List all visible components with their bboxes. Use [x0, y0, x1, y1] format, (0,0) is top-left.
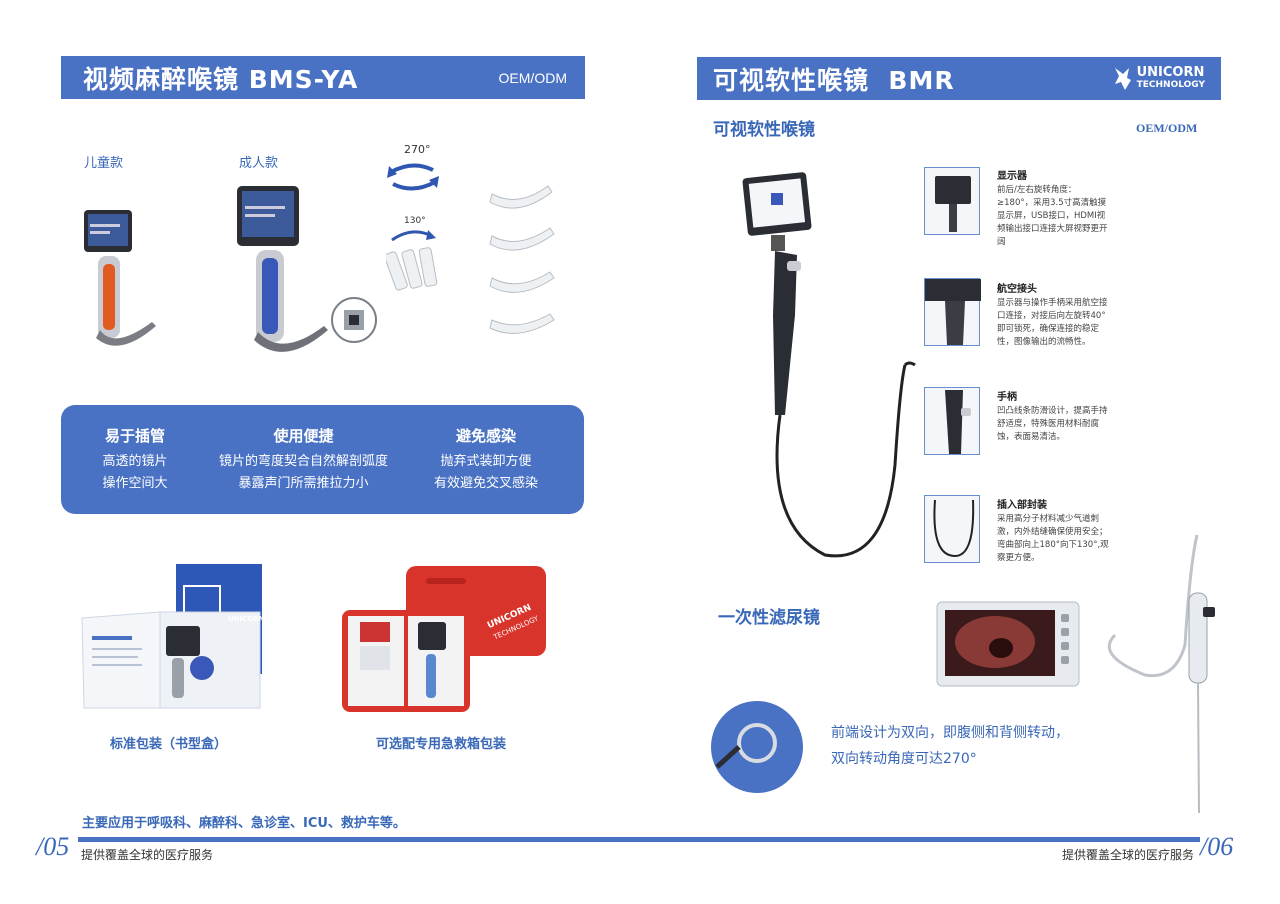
logo-line-2: TECHNOLOGY — [1136, 79, 1205, 90]
tip-description-line-2: 双向转动角度可达270° — [831, 751, 977, 767]
features-panel: 易于插管 高透的镜片 操作空间大 使用便捷 镜片的弯度契合自然解剖弧度 暴露声门… — [61, 405, 584, 514]
brand-logo: UNICORN TECHNOLOGY — [1111, 66, 1205, 92]
adult-model-label: 成人款 — [239, 156, 279, 171]
adult-laryngoscope-image — [237, 186, 377, 352]
feature-avoid-infection: 避免感染 抛弃式装卸方便 有效避免交叉感染 — [421, 425, 551, 495]
spec-thumb-insertion — [924, 495, 980, 563]
spec-insertion: 插入部封装 采用高分子材料减少气道刺激，内外结缝确保使用安全；弯曲部向上180°… — [997, 496, 1109, 565]
rotate-270-arrow-icon — [387, 163, 439, 191]
spec-title: 插入部封装 — [997, 500, 1047, 511]
left-oem-label: OEM/ODM — [498, 69, 567, 86]
spec-thumb-handle — [924, 387, 980, 455]
feature-line: 高透的镜片 — [102, 454, 168, 469]
right-page-number: /06 — [1200, 832, 1234, 861]
flexible-laryngoscope-image — [742, 172, 916, 558]
left-page-title: 视频麻醉喉镜 BMS-YA — [83, 64, 359, 94]
rotation-270-label: 270° — [404, 143, 431, 156]
logo-line-1: UNICORN — [1136, 64, 1205, 80]
kids-model-label: 儿童款 — [84, 156, 124, 171]
left-footer-text: 提供覆盖全球的医疗服务 — [81, 848, 214, 862]
ureteroscope-handle-image — [1107, 534, 1215, 814]
right-oem-label: OEM/ODM — [1136, 121, 1198, 135]
spec-title: 手柄 — [997, 392, 1017, 403]
application-note: 主要应用于呼吸科、麻醉科、急诊室、ICU、救护车等。 — [82, 816, 406, 831]
spec-thumb-display — [924, 167, 980, 235]
spec-title: 航空接头 — [997, 284, 1037, 295]
kids-laryngoscope-image — [84, 210, 156, 346]
feature-easy-use: 使用便捷 镜片的弯度契合自然解剖弧度 暴露声门所需推拉力小 — [211, 425, 396, 495]
feature-heading: 使用便捷 — [273, 427, 334, 445]
feature-heading: 易于插管 — [104, 427, 165, 445]
unicorn-logo-icon — [1114, 67, 1131, 90]
tip-description-line-1: 前端设计为双向，即腹侧和背侧转动， — [831, 725, 1069, 741]
feature-line: 操作空间大 — [102, 476, 168, 491]
right-footer-text: 提供覆盖全球的医疗服务 — [1062, 848, 1195, 862]
standard-package-caption: 标准包装（书型盒） — [110, 737, 228, 752]
footer-divider — [78, 837, 1200, 842]
spec-text: 前后/左右旋转角度：≥180°，采用3.5寸高清触摸显示屏，USB接口，HDMI… — [997, 185, 1108, 247]
left-page-number: /05 — [36, 832, 70, 861]
feature-line: 镜片的弯度契合自然解剖弧度 — [218, 454, 388, 469]
spec-thumb-connector — [924, 278, 981, 346]
spec-connector: 航空接头 显示器与操作手柄采用航空接口连接，对接后向左旋转40°即可锁死，确保连… — [997, 280, 1109, 349]
right-page-title: 可视软性喉镜 BMR — [713, 65, 955, 95]
emergency-case-package-image — [342, 566, 546, 712]
spec-text: 显示器与操作手柄采用航空接口连接，对接后向左旋转40°即可锁死，确保连接的稳定性… — [997, 298, 1108, 347]
case-package-caption: 可选配专用急救箱包装 — [376, 737, 507, 752]
disposable-blades-image — [489, 185, 555, 334]
box-brand-text: UNICORN — [228, 615, 265, 623]
spec-title: 显示器 — [997, 171, 1027, 182]
spec-display: 显示器 前后/左右旋转角度：≥180°，采用3.5寸高清触摸显示屏，USB接口，… — [997, 167, 1109, 249]
feature-line: 有效避免交叉感染 — [433, 476, 538, 491]
feature-heading: 避免感染 — [455, 427, 516, 445]
bidirectional-tip-image — [711, 701, 803, 793]
right-subtitle: 可视软性喉镜 — [713, 120, 815, 140]
book-box-package-image — [81, 564, 262, 709]
spec-text: 凹凸线条防滑设计，提高手持舒适度，特殊医用材料耐腐蚀，表面易清洁。 — [997, 406, 1108, 442]
rotate-130-arrow-icon — [391, 230, 436, 242]
feature-line: 抛弃式装卸方便 — [440, 454, 532, 469]
rotation-130-label: 130° — [404, 216, 426, 226]
blade-set-image — [386, 247, 438, 291]
feature-line: 暴露声门所需推拉力小 — [238, 476, 369, 491]
spec-handle: 手柄 凹凸线条防滑设计，提高手持舒适度，特殊医用材料耐腐蚀，表面易清洁。 — [997, 388, 1109, 444]
feature-easy-intubation: 易于插管 高透的镜片 操作空间大 — [75, 425, 195, 495]
ureteroscope-monitor-image — [936, 601, 1080, 687]
spec-text: 采用高分子材料减少气道刺激，内外结缝确保使用安全；弯曲部向上180°向下130°… — [997, 514, 1109, 563]
right-title-bar: 可视软性喉镜 BMR UNICORN TECHNOLOGY — [697, 57, 1221, 100]
section2-title: 一次性滤尿镜 — [718, 608, 820, 628]
left-title-bar: 视频麻醉喉镜 BMS-YA OEM/ODM — [61, 56, 585, 99]
